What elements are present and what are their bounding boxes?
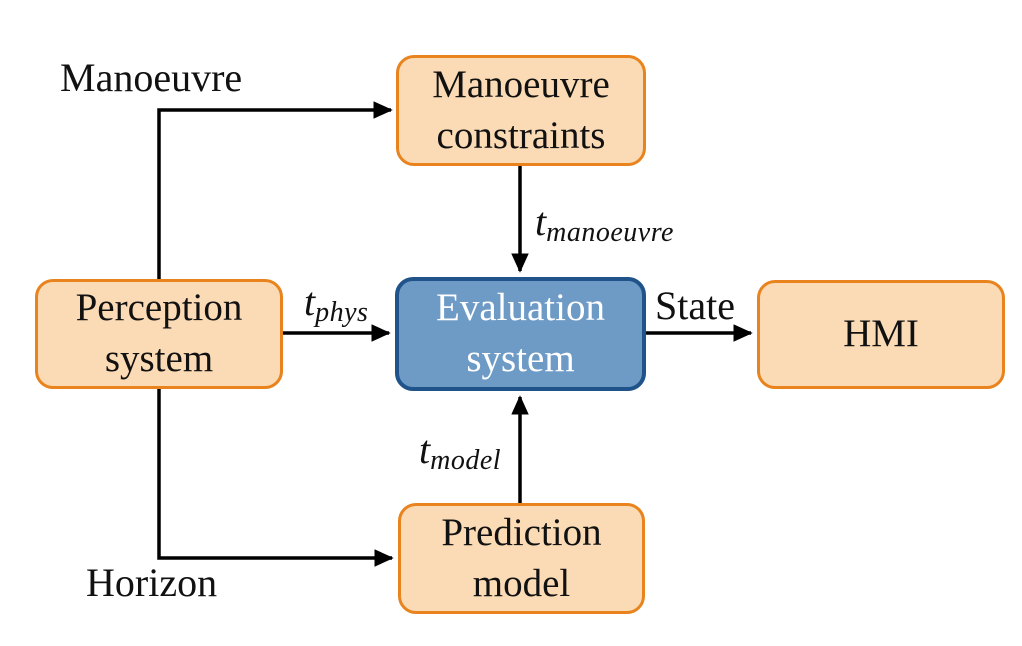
node-label-line: HMI bbox=[843, 312, 919, 356]
math-subscript: model bbox=[430, 445, 502, 477]
node-label-line: model bbox=[472, 561, 571, 605]
node-prediction-model: Prediction model bbox=[398, 503, 645, 614]
edge-label-state: State bbox=[655, 283, 735, 328]
math-symbol: t bbox=[419, 427, 431, 472]
node-label-line: Perception bbox=[75, 286, 243, 330]
node-hmi: HMI bbox=[757, 280, 1005, 389]
node-label-line: Prediction bbox=[441, 510, 602, 554]
node-label-line: system bbox=[104, 337, 214, 380]
node-label-line: Manoeuvre bbox=[432, 62, 610, 106]
math-subscript: phys bbox=[315, 297, 369, 329]
node-manoeuvre-constraints: Manoeuvre constraints bbox=[396, 55, 646, 166]
edge-label-horizon: Horizon bbox=[86, 560, 218, 605]
node-label-line: constraints bbox=[436, 113, 606, 157]
math-subscript: manoeuvre bbox=[546, 217, 674, 249]
edge-label-manoeuvre: Manoeuvre bbox=[60, 55, 243, 100]
edge-label-t-phys: tphys bbox=[304, 279, 368, 327]
node-perception-system: Perception system bbox=[35, 279, 283, 389]
math-symbol: t bbox=[304, 279, 316, 324]
edge-perception-to-manoeuvre-constraints bbox=[157, 101, 393, 279]
node-label-line: system bbox=[466, 337, 575, 380]
math-symbol: t bbox=[535, 199, 547, 244]
edge-label-t-model: tmodel bbox=[419, 427, 501, 475]
edge-perception-to-prediction bbox=[157, 389, 394, 567]
edge-label-t-manoeuvre: tmanoeuvre bbox=[535, 199, 674, 247]
node-evaluation-system: Evaluation system bbox=[395, 277, 646, 391]
node-label-line: Evaluation bbox=[436, 286, 605, 330]
